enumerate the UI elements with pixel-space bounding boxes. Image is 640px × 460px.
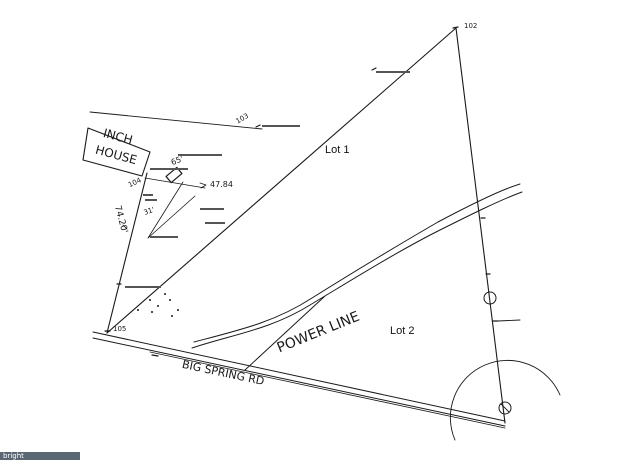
east-boundary-line bbox=[455, 27, 506, 424]
house-footprint bbox=[165, 166, 183, 184]
house-label-line1: INCH bbox=[102, 126, 135, 147]
road-edge-south bbox=[149, 351, 506, 429]
setback-lines bbox=[144, 177, 206, 239]
power-line-easement bbox=[191, 183, 523, 349]
corner-tag: bright bbox=[0, 452, 80, 460]
road-edge-north bbox=[92, 331, 506, 422]
road-edge-center bbox=[92, 337, 506, 427]
marker-103: 103 bbox=[235, 112, 251, 126]
house-label-line2: HOUSE bbox=[94, 143, 139, 168]
neighbor-boundary-line bbox=[89, 111, 263, 130]
power-line-label: POWER LINE bbox=[275, 309, 362, 357]
lot-divider-line bbox=[244, 295, 326, 371]
fine-print-annotations bbox=[125, 71, 410, 288]
house-box-outline bbox=[82, 127, 151, 177]
arrow-74-20 bbox=[122, 224, 128, 230]
setback-line-a bbox=[147, 181, 184, 239]
north-west-boundary-line bbox=[106, 27, 457, 334]
lot-1-label: Lot 1 bbox=[325, 144, 349, 156]
marker-105: 105 bbox=[113, 325, 126, 333]
dimension-74-20: 74.20' bbox=[112, 205, 129, 235]
marker-102: 102 bbox=[464, 22, 477, 30]
arrow-47-84 bbox=[199, 182, 207, 189]
dimension-65: 65' bbox=[170, 154, 185, 167]
corner-monument bbox=[449, 359, 561, 441]
utility-pole-icon bbox=[483, 291, 497, 305]
corner-curve bbox=[449, 359, 561, 441]
boundary-tick-marks bbox=[104, 26, 521, 357]
marker-104: 104 bbox=[127, 176, 143, 189]
dimension-31: 31' bbox=[143, 206, 156, 217]
road-edges bbox=[92, 331, 506, 429]
west-boundary-line bbox=[106, 172, 148, 334]
property-boundary bbox=[106, 27, 506, 424]
inch-house-label-box: INCH HOUSE bbox=[82, 126, 151, 177]
site-feature-dots bbox=[137, 293, 179, 317]
power-line-edge-upper bbox=[191, 191, 523, 349]
survey-monument-icon bbox=[498, 401, 512, 415]
power-line-edge-lower bbox=[193, 183, 521, 343]
setback-line-c bbox=[147, 195, 196, 239]
setback-line-b bbox=[144, 177, 206, 189]
dimension-47-84: 47.84 bbox=[210, 180, 233, 189]
lot-2-label: Lot 2 bbox=[390, 325, 414, 337]
